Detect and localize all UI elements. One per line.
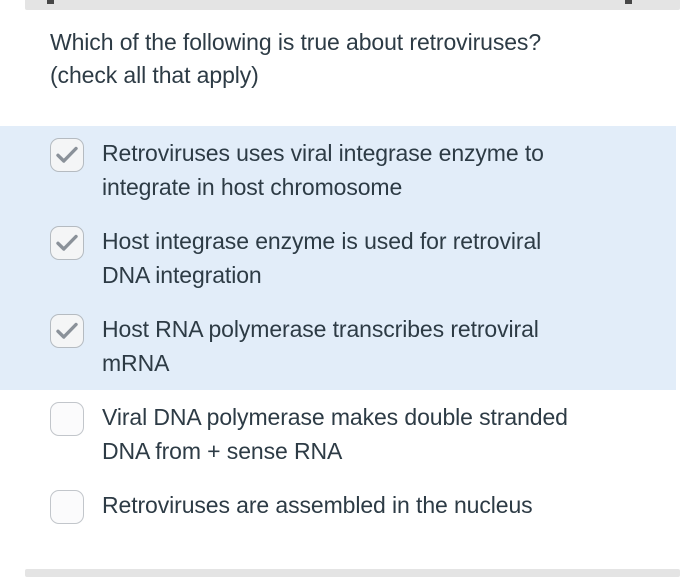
- answer-label-4-line-1: Viral DNA polymerase makes double strand…: [102, 404, 568, 430]
- answer-option-3[interactable]: Host RNA polymerase transcribes retrovir…: [0, 302, 676, 390]
- checkmark-icon: [56, 146, 78, 163]
- question-stem-line-2: (check all that apply): [50, 62, 259, 88]
- answer-label-3-line-1: Host RNA polymerase transcribes retrovir…: [102, 316, 539, 342]
- answer-choice-list: Retroviruses uses viral integrase enzyme…: [0, 126, 700, 534]
- answer-label-2-line-1: Host integrase enzyme is used for retrov…: [102, 228, 542, 254]
- answer-option-5[interactable]: Retroviruses are assembled in the nucleu…: [0, 478, 676, 534]
- answer-label-3: Host RNA polymerase transcribes retrovir…: [102, 312, 539, 380]
- question-stem: Which of the following is true about ret…: [50, 26, 670, 92]
- header-mark-left-icon: [47, 0, 54, 4]
- answer-label-1-line-2: integrate in host chromosome: [102, 174, 403, 200]
- answer-label-4-line-2: DNA from + sense RNA: [102, 438, 343, 464]
- answer-option-2[interactable]: Host integrase enzyme is used for retrov…: [0, 214, 676, 302]
- footer-divider-bar: [25, 569, 680, 577]
- answer-label-2-line-2: DNA integration: [102, 262, 262, 288]
- answer-label-1: Retroviruses uses viral integrase enzyme…: [102, 136, 544, 204]
- header-mark-right-icon: [625, 0, 632, 4]
- checkbox-answer-4[interactable]: [50, 402, 84, 436]
- answer-label-3-line-2: mRNA: [102, 350, 170, 376]
- checkmark-icon: [56, 234, 78, 251]
- checkbox-answer-2[interactable]: [50, 226, 84, 260]
- checkbox-answer-5[interactable]: [50, 490, 84, 524]
- answer-label-5: Retroviruses are assembled in the nucleu…: [102, 488, 533, 522]
- answer-label-1-line-1: Retroviruses uses viral integrase enzyme…: [102, 140, 544, 166]
- checkbox-answer-3[interactable]: [50, 314, 84, 348]
- answer-label-5-line-1: Retroviruses are assembled in the nucleu…: [102, 492, 533, 518]
- question-stem-line-1: Which of the following is true about ret…: [50, 29, 542, 55]
- answer-option-4[interactable]: Viral DNA polymerase makes double strand…: [0, 390, 676, 478]
- answer-option-1[interactable]: Retroviruses uses viral integrase enzyme…: [0, 126, 676, 214]
- truncated-header-bar: [25, 0, 680, 10]
- answer-label-2: Host integrase enzyme is used for retrov…: [102, 224, 541, 292]
- answer-label-4: Viral DNA polymerase makes double strand…: [102, 400, 568, 468]
- checkbox-answer-1[interactable]: [50, 138, 84, 172]
- checkmark-icon: [56, 322, 78, 339]
